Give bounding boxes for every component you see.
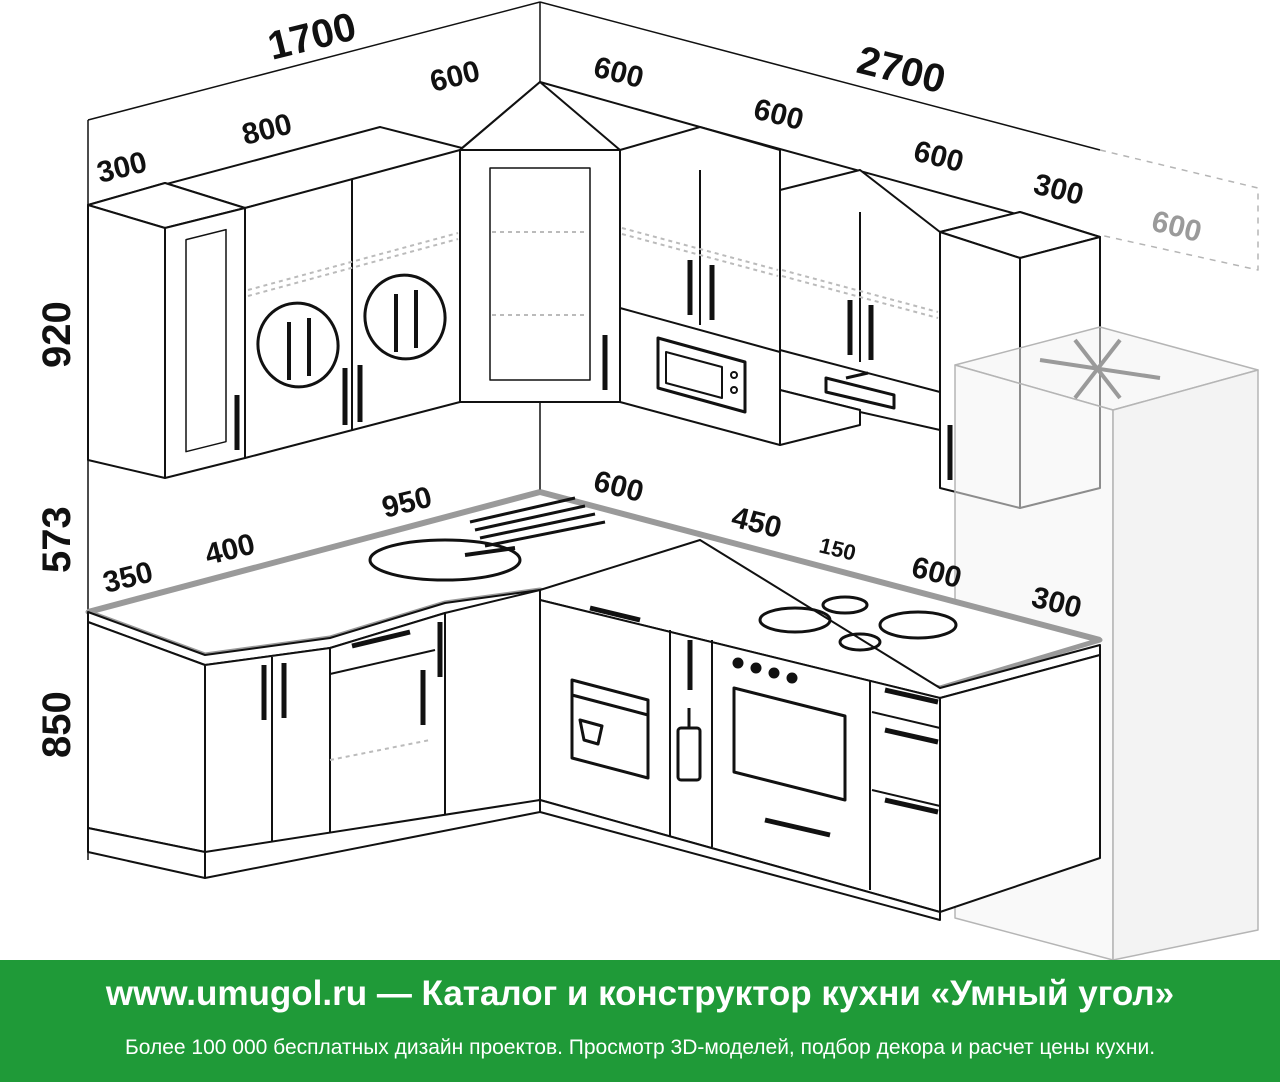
dim-upper-600-b: 600 [750, 93, 807, 137]
dim-top-right-total: 2700 [853, 38, 950, 102]
footer-subtitle: Более 100 000 бесплатных дизайн проектов… [124, 1036, 1156, 1059]
footer-title[interactable]: www.umugol.ru — Каталог и конструктор ку… [105, 974, 1175, 1013]
sink-icon [368, 496, 606, 582]
dim-height-850: 850 [35, 691, 79, 758]
upper-cabinets [87, 81, 1101, 509]
kitchen-diagram: 1700 2700 300 800 600 600 600 600 300 60… [35, 1, 1259, 960]
dim-lower-150: 150 [817, 533, 859, 566]
dim-upper-300-right: 300 [1030, 168, 1087, 212]
kitchen-drawing: 1700 2700 300 800 600 600 600 600 300 60… [35, 1, 1259, 960]
dim-lower-400: 400 [202, 528, 259, 572]
cutlery-plate-icon [256, 301, 340, 389]
dim-upper-600-a: 600 [590, 51, 647, 95]
snowflake-icon [1039, 338, 1161, 400]
range-hood-icon [824, 371, 896, 410]
dim-upper-800: 800 [239, 108, 296, 152]
dim-height-920: 920 [35, 301, 79, 368]
bottle-icon [676, 708, 702, 782]
microwave-icon [656, 336, 747, 414]
oven-icon [732, 657, 847, 838]
dim-upper-600-c: 600 [910, 135, 967, 179]
hob-icon [758, 595, 958, 652]
dim-lower-600-corner: 600 [590, 465, 647, 509]
footer-banner: www.umugol.ru — Каталог и конструктор ку… [0, 960, 1280, 1082]
dim-height-573: 573 [35, 506, 79, 573]
lower-cabinets [87, 589, 1101, 921]
dim-upper-600-corner: 600 [427, 55, 484, 99]
dim-lower-450: 450 [728, 501, 785, 545]
dishwasher-icon [570, 678, 650, 780]
dim-fridge-depth: 600 [1148, 205, 1205, 249]
dim-top-left-total: 1700 [264, 5, 361, 69]
cutlery-plate-icon [363, 273, 447, 361]
dim-lower-950: 950 [379, 481, 436, 525]
dim-upper-300-left: 300 [94, 146, 151, 190]
